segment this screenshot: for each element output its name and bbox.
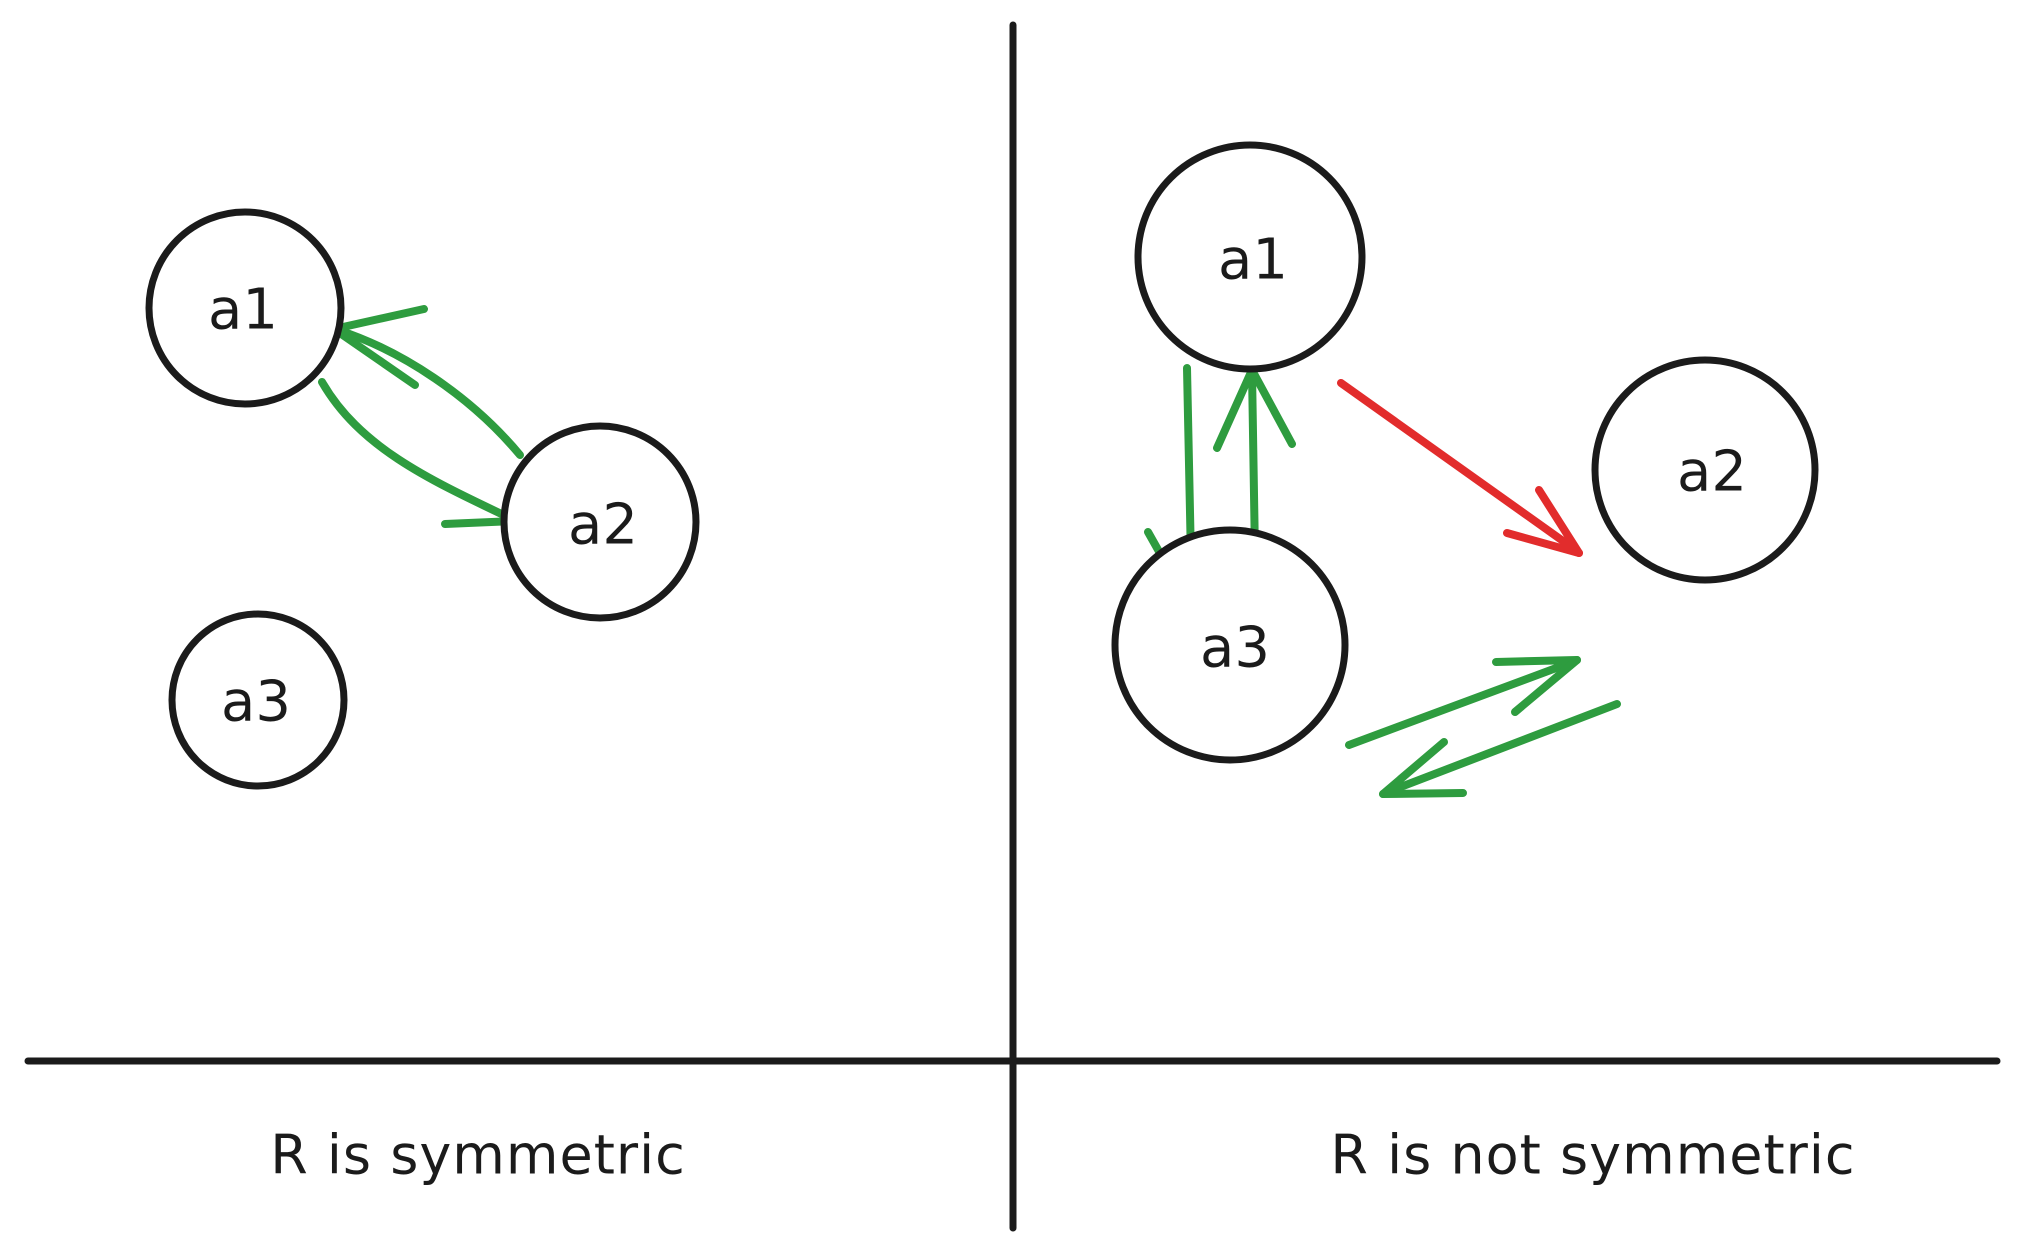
node-circle	[168, 610, 348, 790]
node-label-a1: a1	[208, 278, 278, 343]
caption-right: R is not symmetric	[1330, 1124, 1855, 1187]
edge-a3-to-a2-head-upper	[1492, 656, 1581, 666]
edge-a2-to-a3-head-upper	[1379, 738, 1448, 798]
edge-a3-to-a2[interactable]	[1345, 656, 1581, 749]
edge-a2-to-a1[interactable]	[330, 305, 524, 459]
right-panel: a1 a2 a3 R is not symmetric	[1111, 141, 1855, 1187]
node-circle	[500, 422, 700, 622]
node-circle	[1591, 356, 1819, 584]
edge-a3-to-a2-shaft	[1345, 657, 1579, 749]
edge-a2-to-a1-head-upper	[330, 305, 428, 333]
node-right-a1[interactable]: a1	[1134, 141, 1366, 373]
node-right-a2[interactable]: a2	[1591, 356, 1819, 584]
edge-a2-to-a3-shaft	[1381, 700, 1621, 797]
edge-a2-to-a1-shaft	[334, 326, 524, 459]
edge-a3-to-a1-head-right	[1248, 366, 1296, 448]
node-circle	[1111, 526, 1349, 764]
node-label-a3: a3	[221, 670, 291, 735]
edge-a3-to-a2-head-lower	[1511, 656, 1581, 716]
node-circle	[145, 208, 345, 408]
node-label-a2: a2	[1677, 440, 1747, 505]
node-label-a1: a1	[1218, 228, 1288, 293]
edge-a1-to-a2-head-lower	[1503, 529, 1583, 557]
node-circle	[1134, 141, 1366, 373]
node-label-a2: a2	[568, 493, 638, 558]
structural-lines	[24, 21, 2001, 1232]
edge-a2-to-a1-head-lower	[330, 325, 419, 389]
left-panel: a1 a2 a3 R is symmetric	[145, 208, 700, 1187]
caption-left: R is symmetric	[270, 1124, 686, 1187]
edge-a3-to-a1-head-left	[1213, 366, 1256, 452]
node-left-a1[interactable]: a1	[145, 208, 345, 408]
node-left-a3[interactable]: a3	[168, 610, 348, 790]
node-left-a2[interactable]: a2	[500, 422, 700, 622]
edge-a1-to-a2-head-upper	[1535, 486, 1583, 557]
edge-a2-to-a3[interactable]	[1379, 700, 1621, 798]
node-right-a3[interactable]: a3	[1111, 526, 1349, 764]
edge-a1-to-a2-red[interactable]	[1337, 379, 1583, 557]
edge-a2-to-a3-head-lower	[1379, 789, 1467, 798]
edge-a1-to-a2-shaft	[318, 378, 516, 523]
edge-a1-to-a2-shaft	[1337, 379, 1581, 555]
node-label-a3: a3	[1200, 616, 1270, 681]
right-edges	[1144, 364, 1621, 798]
